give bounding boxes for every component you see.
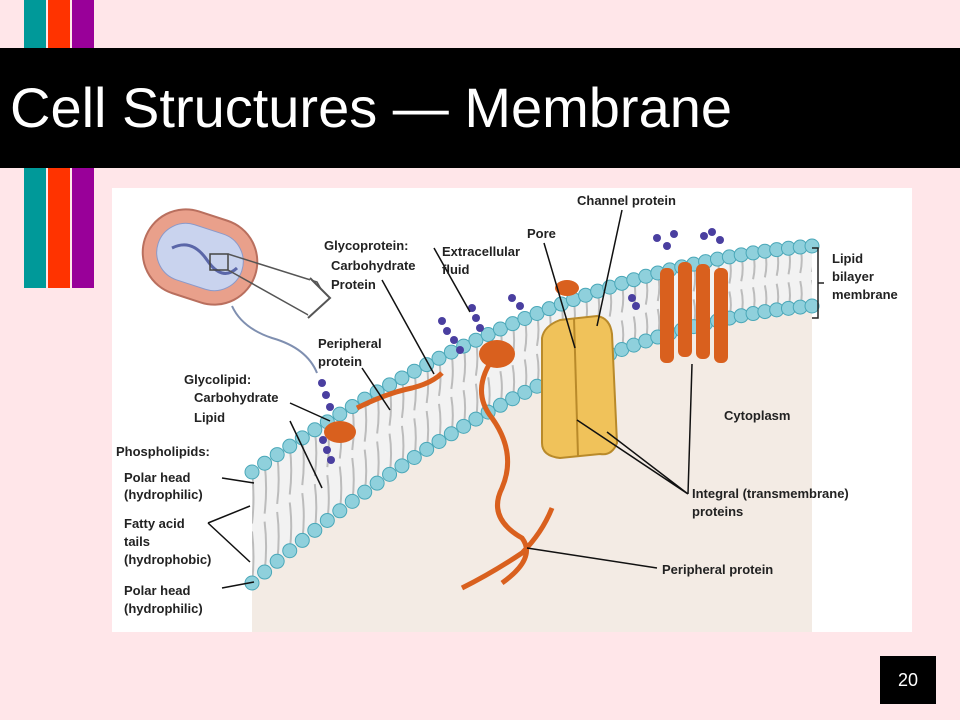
phospholipid-head (431, 350, 447, 366)
slide-number: 20 (897, 669, 919, 690)
membrane-diagram: Channel protein Pore Glycoprotein: Carbo… (112, 188, 912, 632)
phospholipid-head (468, 332, 484, 348)
label-integral-proteins-1: Integral (transmembrane) (692, 486, 849, 501)
slide-number-box: 20 (880, 656, 936, 704)
phospholipid-head (282, 543, 298, 559)
label-peripheral-protein-top-1: Peripheral (318, 336, 382, 351)
phospholipid-head (357, 484, 373, 500)
title-band: Cell Structures — Membrane (0, 48, 960, 168)
phospholipid-head (394, 370, 410, 386)
phospholipid-head (480, 327, 496, 343)
label-glycoprotein: Glycoprotein: (324, 238, 409, 253)
accent-bar-purple-top (72, 0, 94, 48)
phospholipid-head (382, 466, 398, 482)
label-glycoprotein-protein: Protein (331, 277, 376, 292)
phospholipid-head (282, 438, 298, 454)
peripheral-protein-blob (479, 340, 515, 368)
phospholipid-head (505, 391, 521, 407)
membrane-illustration: Channel protein Pore Glycoprotein: Carbo… (116, 193, 898, 632)
phospholipid-head (431, 433, 447, 449)
phospholipid-head (269, 553, 285, 569)
accent-bar-teal-top (24, 0, 46, 48)
label-fatty-acid-1: Fatty acid (124, 516, 185, 531)
peripheral-protein-strand-top (355, 371, 444, 411)
label-polar-head-top-1: Polar head (124, 470, 191, 485)
label-extracellular-2: fluid (442, 262, 469, 277)
phospholipid-head (344, 493, 360, 509)
cytoplasm-region (252, 306, 812, 632)
phospholipid-head (307, 522, 323, 538)
small-peripheral-protein (324, 421, 356, 443)
label-phospholipids: Phospholipids: (116, 444, 210, 459)
label-integral-proteins-2: proteins (692, 504, 743, 519)
channel-protein (541, 314, 619, 460)
phospholipid-head (406, 363, 422, 379)
phospholipid-head (468, 411, 484, 427)
slide-title: Cell Structures — Membrane (10, 76, 733, 139)
integral-protein-helices (660, 262, 728, 363)
phospholipid-head (443, 426, 459, 442)
phospholipid-head (257, 455, 273, 471)
phospholipid-head (419, 441, 435, 457)
carbohydrate-chains (318, 228, 724, 464)
label-fatty-acid-3: (hydrophobic) (124, 552, 211, 567)
label-fatty-acid-2: tails (124, 534, 150, 549)
label-polar-head-bottom-2: (hydrophilic) (124, 601, 203, 616)
phospholipid-head (394, 458, 410, 474)
label-lipid-bilayer-3: membrane (832, 287, 898, 302)
phospholipid-head (269, 447, 285, 463)
label-lipid-bilayer-1: Lipid (832, 251, 863, 266)
phospholipid-head (517, 384, 533, 400)
phospholipid-head (332, 406, 348, 422)
phospholipid-head (369, 475, 385, 491)
label-glycolipid: Glycolipid: (184, 372, 251, 387)
accent-bar-red-top (48, 0, 70, 48)
phospholipid-head (804, 238, 820, 254)
phospholipid-head (294, 430, 310, 446)
label-channel-protein: Channel protein (577, 193, 676, 208)
accent-bar-red-bottom (48, 168, 70, 288)
label-polar-head-top-2: (hydrophilic) (124, 487, 203, 502)
phospholipid-head (382, 377, 398, 393)
accent-bar-purple-bottom (72, 168, 94, 288)
bacterium-cell (141, 208, 332, 374)
phospholipid-head (456, 418, 472, 434)
phospholipid-head (406, 449, 422, 465)
pore-protein-cap (555, 280, 579, 296)
label-peripheral-protein-top-2: protein (318, 354, 362, 369)
label-extracellular-1: Extracellular (442, 244, 520, 259)
leader-lines (207, 209, 693, 589)
label-pore: Pore (527, 226, 556, 241)
accent-bar-teal-bottom (24, 168, 46, 288)
label-glycoprotein-carbohydrate: Carbohydrate (331, 258, 416, 273)
label-glycolipid-lipid: Lipid (194, 410, 225, 425)
peripheral-protein-strand-bottom (460, 507, 555, 591)
label-polar-head-bottom-1: Polar head (124, 583, 191, 598)
label-peripheral-protein-bottom: Peripheral protein (662, 562, 773, 577)
phospholipid-head (332, 503, 348, 519)
label-cytoplasm: Cytoplasm (724, 408, 790, 423)
phospholipid-head (319, 512, 335, 528)
phospholipid-head (244, 464, 260, 480)
lipid-bilayer-bracket (812, 247, 824, 319)
phospholipid-head (294, 532, 310, 548)
phospholipid-head (492, 397, 508, 413)
phospholipid-head (257, 564, 273, 580)
phospholipid-head (804, 298, 820, 314)
phospholipid-head (307, 422, 323, 438)
label-glycolipid-carbohydrate: Carbohydrate (194, 390, 279, 405)
label-lipid-bilayer-2: bilayer (832, 269, 874, 284)
